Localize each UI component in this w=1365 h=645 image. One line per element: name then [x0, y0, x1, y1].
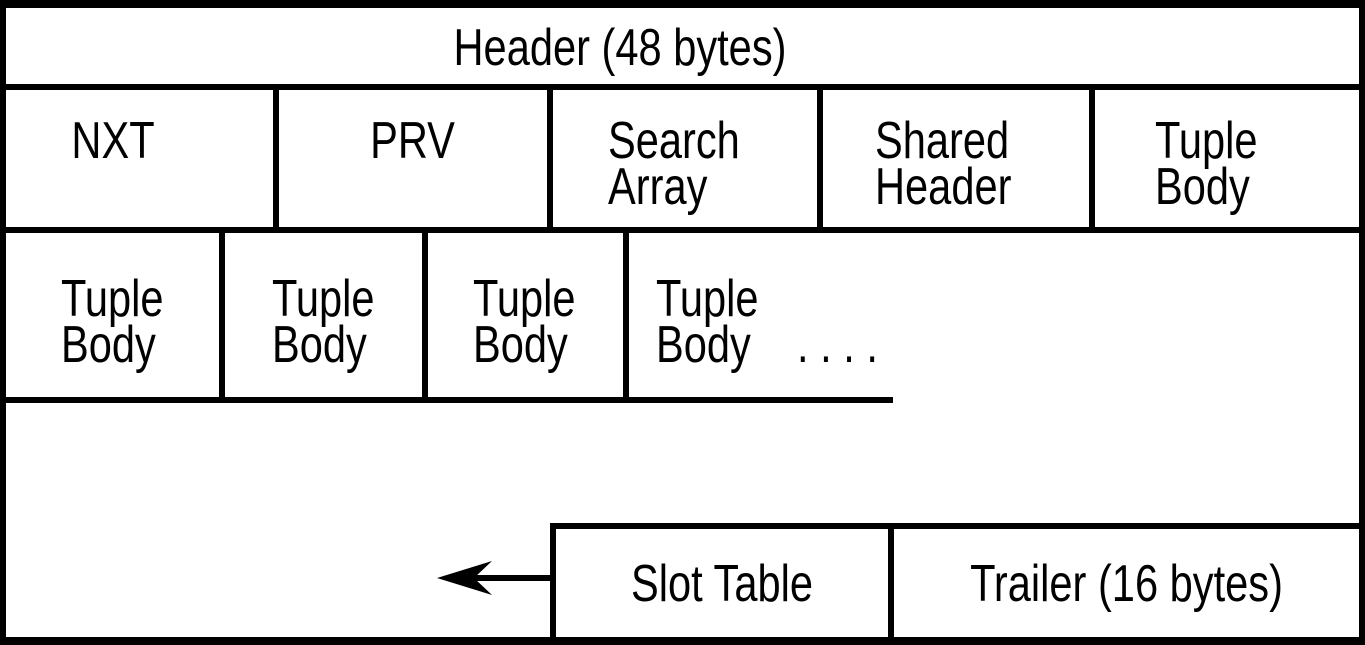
header-row-divider: [0, 84, 1365, 90]
border-top: [0, 0, 1365, 8]
tuple-divider-1: [219, 227, 225, 403]
tuple-divider-2: [422, 227, 428, 403]
search-array-label: Search Array: [608, 112, 740, 216]
shared-header-label: Shared Header: [875, 112, 1012, 216]
tuple-body-4-label: Tuple Body . . . .: [656, 270, 878, 374]
border-left: [0, 0, 6, 645]
fields-divider-3: [817, 84, 823, 233]
slot-table-left-border: [550, 523, 556, 645]
cell-nxt: NXT: [6, 90, 273, 227]
fields-divider-1: [273, 84, 279, 233]
tuple-body-3-label: Tuple Body: [473, 270, 576, 374]
slot-table-top-border: [550, 523, 1365, 529]
cell-tuple-body-2: Tuple Body: [225, 233, 422, 397]
cell-search-array: Search Array: [553, 90, 817, 227]
header-label: Header (48 bytes): [453, 19, 787, 77]
cell-tuple-body-fields: Tuple Body: [1095, 90, 1359, 227]
tuple-body-fields-label: Tuple Body: [1155, 112, 1258, 216]
slot-trailer-divider: [888, 523, 894, 645]
cell-tuple-body-1: Tuple Body: [6, 233, 219, 397]
cell-tuple-body-3: Tuple Body: [428, 233, 623, 397]
cell-tuple-body-4: Tuple Body . . . .: [629, 233, 1359, 397]
cell-header: Header (48 bytes): [6, 8, 1359, 84]
fields-divider-4: [1089, 84, 1095, 233]
trailer-label: Trailer (16 bytes): [970, 555, 1283, 613]
cell-trailer: Trailer (16 bytes): [894, 529, 1359, 637]
tuple-row-partial-bottom: [0, 397, 893, 403]
border-bottom: [0, 637, 1365, 645]
cell-prv: PRV: [279, 90, 546, 227]
border-right: [1359, 0, 1365, 645]
tuple-body-2-label: Tuple Body: [272, 270, 375, 374]
cell-slot-table: Slot Table: [556, 529, 888, 637]
left-arrow-icon: [437, 561, 492, 595]
nxt-label: NXT: [71, 112, 155, 170]
fields-row-divider: [0, 227, 1365, 233]
tuple-body-1-label: Tuple Body: [61, 270, 164, 374]
slot-table-label: Slot Table: [631, 555, 813, 613]
cell-shared-header: Shared Header: [823, 90, 1089, 227]
tuple-divider-3: [623, 227, 629, 403]
left-arrow-shaft: [470, 575, 556, 581]
fields-divider-2: [547, 84, 553, 233]
prv-label: PRV: [370, 112, 455, 170]
